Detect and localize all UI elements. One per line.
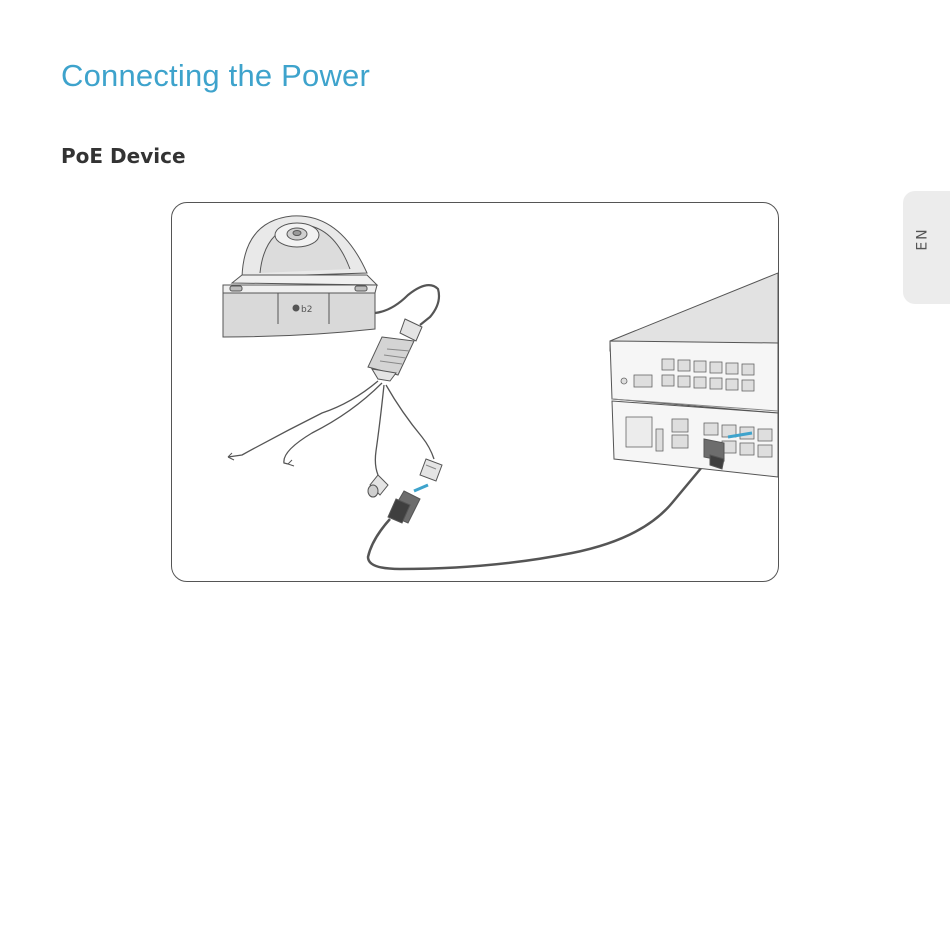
connection-illustration: b2 (172, 203, 778, 581)
connection-diagram: b2 (171, 202, 779, 582)
dc-jack-icon (368, 475, 388, 497)
section-heading: PoE Device (61, 144, 186, 168)
camera-cable (375, 285, 439, 325)
camera-logo-text: b2 (301, 305, 312, 315)
poe-splitter-icon (368, 319, 422, 381)
ethernet-plug-icon (388, 491, 420, 523)
language-tab[interactable]: EN (903, 191, 950, 304)
language-tab-label: EN (915, 227, 931, 250)
splitter-wires (228, 381, 434, 475)
insert-arrow-camera (414, 485, 428, 491)
page-title: Connecting the Power (61, 58, 370, 94)
patch-cable (368, 449, 720, 569)
dome-camera-icon (223, 216, 377, 337)
ethernet-socket-icon (420, 459, 442, 481)
